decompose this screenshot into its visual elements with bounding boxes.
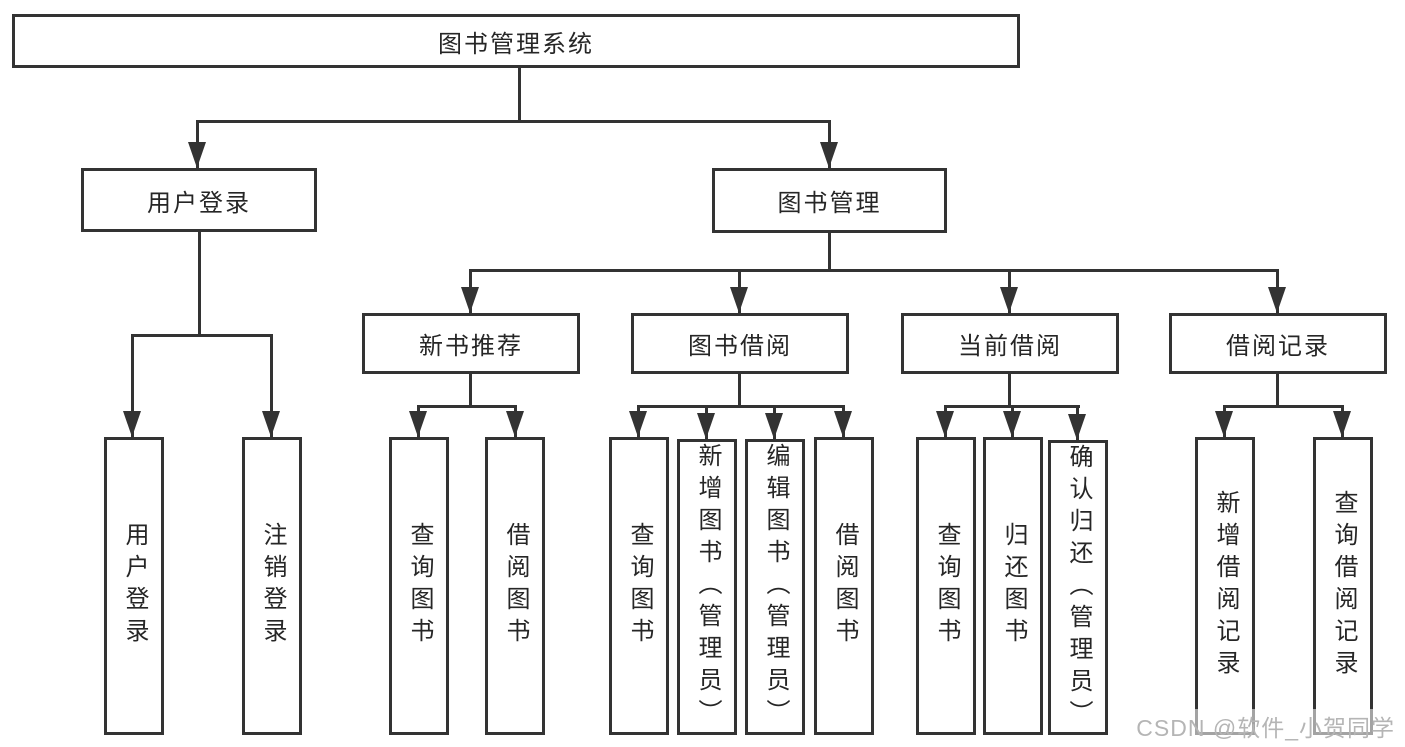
edge-arrow-query-books-current	[936, 405, 954, 437]
leaf-borrow-books-recommend: 借阅图书	[485, 437, 545, 735]
leaf-label: 借阅图书	[831, 522, 858, 650]
edge-arrow-borrow-books-recommend	[506, 405, 524, 437]
edge-root-splitter	[196, 120, 831, 123]
edge-arrow-return-book	[1003, 405, 1021, 437]
edge-arrow-new-book-recommendation	[461, 269, 479, 313]
edge-arrow-user-login	[188, 120, 206, 168]
leaf-label: 用户登录	[121, 522, 148, 650]
node-label: 新书推荐	[419, 333, 523, 360]
leaf-query-books-recommend: 查询图书	[389, 437, 449, 735]
edge-book-management-stem	[828, 233, 831, 272]
node-label: 图书借阅	[688, 333, 792, 360]
edge-arrow-edit-book	[765, 405, 783, 439]
leaf-add-borrow-record: 新增借阅记录	[1195, 437, 1255, 735]
edge-arrow-query-books-borrowing	[629, 405, 647, 437]
node-book-borrowing: 图书借阅	[631, 313, 849, 374]
edge-arrow-add-book	[697, 405, 715, 439]
leaf-label: 借阅图书	[502, 522, 529, 650]
edge-root-stem	[518, 68, 521, 122]
node-label: 图书管理系统	[438, 30, 594, 58]
edge-arrow-current-borrowing	[1000, 269, 1018, 313]
node-current-borrowing: 当前借阅	[901, 313, 1119, 374]
leaf-label: 查询图书	[406, 522, 433, 650]
leaf-query-books-current: 查询图书	[916, 437, 976, 735]
leaf-label: 查询图书	[933, 522, 960, 650]
node-label: 借阅记录	[1226, 333, 1330, 360]
edge-arrow-book-management	[820, 120, 838, 168]
leaf-query-books-borrowing: 查询图书	[609, 437, 669, 735]
edge-user-login-stem	[198, 232, 201, 337]
edge-arrow-book-borrowing	[730, 269, 748, 313]
node-label: 用户登录	[147, 189, 251, 217]
edge-borrowing-stem	[738, 374, 741, 408]
edge-records-splitter	[1223, 405, 1344, 408]
leaf-label: 归还图书	[1000, 522, 1027, 650]
edge-arrow-query-borrow-record	[1333, 405, 1351, 437]
leaf-borrow-books-borrowing: 借阅图书	[814, 437, 874, 735]
node-new-book-recommendation: 新书推荐	[362, 313, 580, 374]
edge-book-management-splitter	[469, 269, 1279, 272]
edge-recommend-stem	[469, 374, 472, 408]
leaf-label: 查询借阅记录	[1330, 490, 1357, 682]
edge-records-stem	[1276, 374, 1279, 408]
edge-arrow-add-borrow-record	[1215, 405, 1233, 437]
edge-arrow-leaf-logout	[262, 334, 280, 437]
edge-arrow-query-books-recommend	[409, 405, 427, 437]
leaf-confirm-return-admin: 确认归还（管理员）	[1048, 440, 1108, 735]
edge-recommend-splitter	[417, 405, 517, 408]
edge-arrow-borrow-books-borrowing	[834, 405, 852, 437]
leaf-query-borrow-record: 查询借阅记录	[1313, 437, 1373, 735]
edge-borrowing-splitter	[637, 405, 845, 408]
node-library-management-system: 图书管理系统	[12, 14, 1020, 68]
leaf-add-book-admin: 新增图书（管理员）	[677, 439, 737, 735]
node-label: 当前借阅	[958, 333, 1062, 360]
edge-arrow-borrowing-records	[1268, 269, 1286, 313]
leaf-label: 确认归还（管理员）	[1065, 443, 1092, 732]
node-borrowing-records: 借阅记录	[1169, 313, 1387, 374]
edge-arrow-confirm-return	[1068, 405, 1086, 440]
edge-user-login-splitter	[131, 334, 273, 337]
node-user-login: 用户登录	[81, 168, 317, 232]
leaf-return-book: 归还图书	[983, 437, 1043, 735]
leaf-label: 编辑图书（管理员）	[762, 443, 789, 731]
leaf-label: 查询图书	[626, 522, 653, 650]
leaf-label: 注销登录	[259, 522, 286, 650]
leaf-label: 新增借阅记录	[1212, 490, 1239, 682]
node-book-management: 图书管理	[712, 168, 947, 233]
edge-current-stem	[1008, 374, 1011, 408]
leaf-edit-book-admin: 编辑图书（管理员）	[745, 439, 805, 735]
leaf-user-login: 用户登录	[104, 437, 164, 735]
edge-arrow-leaf-user-login	[123, 334, 141, 437]
csdn-watermark: CSDN @软件_小贺同学	[1134, 709, 1397, 743]
leaf-logout: 注销登录	[242, 437, 302, 735]
leaf-label: 新增图书（管理员）	[694, 443, 721, 731]
node-label: 图书管理	[777, 190, 882, 217]
